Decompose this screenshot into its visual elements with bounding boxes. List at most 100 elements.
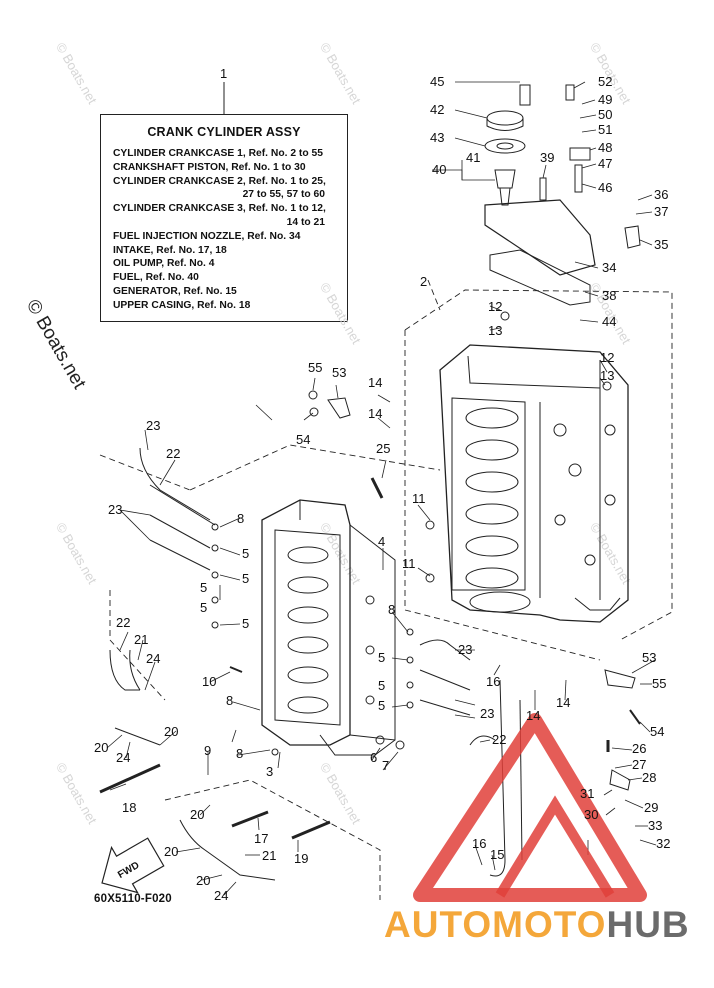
legend-box: CRANK CYLINDER ASSY CYLINDER CRANKCASE 1…: [100, 114, 348, 322]
callout: 49: [598, 92, 612, 107]
callout: 14: [526, 708, 540, 723]
callout: 47: [598, 156, 612, 171]
callout: 11: [402, 556, 416, 571]
callout: 35: [654, 237, 668, 252]
callout: 20: [164, 724, 178, 739]
callout: 20: [196, 873, 210, 888]
callout: 6: [370, 750, 377, 765]
callout: 39: [540, 150, 554, 165]
legend-line: 14 to 21: [286, 216, 325, 228]
callout: 21: [134, 632, 148, 647]
callout: 12: [600, 350, 614, 365]
callout: 17: [254, 831, 268, 846]
callout: 31: [580, 786, 594, 801]
brand-part2: HUB: [606, 904, 690, 945]
legend-line: CRANKSHAFT PISTON, Ref. No. 1 to 30: [113, 161, 306, 173]
callout: 28: [642, 770, 656, 785]
legend-line: CYLINDER CRANKCASE 3, Ref. No. 1 to 12,: [113, 203, 326, 215]
callout: 26: [632, 741, 646, 756]
callout: 43: [430, 130, 444, 145]
head-cover-assembly: [484, 84, 641, 306]
crankcase-block-right: [439, 344, 629, 623]
hoses: [109, 447, 523, 881]
callout: 18: [122, 800, 136, 815]
fwd-arrow-icon: FWD: [101, 837, 165, 894]
callout: 14: [368, 406, 382, 421]
callout: 23: [458, 642, 472, 657]
callout: 5: [200, 600, 207, 615]
callout: 1: [220, 66, 227, 81]
legend-line: UPPER CASING, Ref. No. 18: [113, 299, 251, 311]
callout: 23: [480, 706, 494, 721]
callout: 23: [108, 502, 122, 517]
callout: 34: [602, 260, 616, 275]
callout: 4: [378, 534, 385, 549]
callout: 48: [598, 140, 612, 155]
callout: 53: [332, 365, 346, 380]
callout: 19: [294, 851, 308, 866]
legend-line: OIL PUMP, Ref. No. 4: [113, 258, 215, 270]
callout: 5: [242, 546, 249, 561]
legend-line: INTAKE, Ref. No. 17, 18: [113, 244, 227, 256]
legend-line: FUEL, Ref. No. 40: [113, 272, 199, 284]
legend-line: GENERATOR, Ref. No. 15: [113, 285, 237, 297]
callout: 40: [432, 162, 446, 177]
callout: 5: [200, 580, 207, 595]
callout: 37: [654, 204, 668, 219]
callout: 11: [412, 491, 426, 506]
callout: 20: [164, 844, 178, 859]
callout: 52: [598, 74, 612, 89]
callout: 29: [644, 800, 658, 815]
legend-title: CRANK CYLINDER ASSY: [147, 125, 301, 139]
callout: 8: [237, 511, 244, 526]
callout: 22: [116, 615, 130, 630]
callout: 27: [632, 757, 646, 772]
callout: 51: [598, 122, 612, 137]
legend-line: CYLINDER CRANKCASE 2, Ref. No. 1 to 25,: [113, 175, 326, 187]
callout: 3: [266, 764, 273, 779]
callout: 13: [600, 368, 614, 383]
legend-line: CYLINDER CRANKCASE 1, Ref. No. 2 to 55: [113, 148, 323, 159]
legend-line: 27 to 55, 57 to 60: [242, 189, 325, 201]
legend-lines: CYLINDER CRANKCASE 1, Ref. No. 2 to 55 C…: [113, 147, 339, 313]
callout: 8: [236, 746, 243, 761]
callout: 5: [378, 698, 385, 713]
callout: 5: [378, 678, 385, 693]
callout: 7: [382, 758, 389, 773]
callout: 20: [190, 807, 204, 822]
brand-part1: AUTOMOTO: [384, 904, 607, 945]
callout: 12: [488, 299, 502, 314]
callout: 23: [146, 418, 160, 433]
automotohub-logo-icon: [413, 713, 647, 902]
callout-numbers: 1 2 3 4 5 5 5 5 5 5 5 5 6 7 8 8 8 8 9 10…: [94, 66, 670, 903]
callout: 50: [598, 107, 612, 122]
callout: 16: [486, 674, 500, 689]
callout: 44: [602, 314, 616, 329]
callout: 5: [378, 650, 385, 665]
callout: 25: [376, 441, 390, 456]
automotohub-brand: AUTOMOTOHUB: [384, 904, 690, 946]
callout: 36: [654, 187, 668, 202]
drawing-code: 60X5110-F020: [94, 893, 172, 905]
callout: 22: [166, 446, 180, 461]
callout: 24: [146, 651, 160, 666]
callout: 30: [584, 807, 598, 822]
callout: 9: [204, 743, 211, 758]
small-parts: [99, 311, 641, 840]
callout: 8: [388, 602, 395, 617]
callout: 13: [488, 323, 502, 338]
callout: 41: [466, 150, 480, 165]
callout: 54: [296, 432, 310, 447]
leader-lines: [106, 81, 657, 896]
callout: 32: [656, 836, 670, 851]
callout: 24: [116, 750, 130, 765]
callout: 55: [652, 676, 666, 691]
callout: 5: [242, 571, 249, 586]
callout: 21: [262, 848, 276, 863]
callout: 45: [430, 74, 444, 89]
callout: 42: [430, 102, 444, 117]
callout: 54: [650, 724, 664, 739]
callout: 22: [492, 732, 506, 747]
callout: 33: [648, 818, 662, 833]
